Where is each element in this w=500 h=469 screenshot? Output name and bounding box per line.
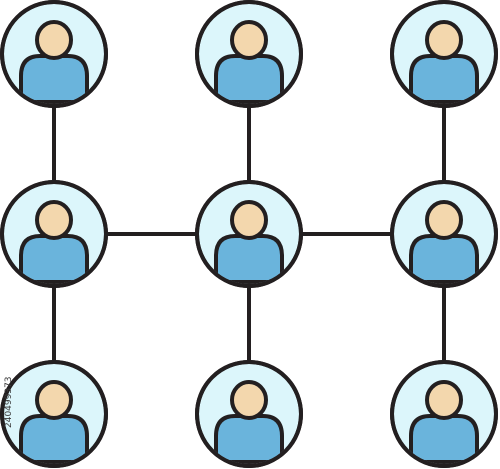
person-node (0, 180, 108, 288)
node-rim (390, 360, 498, 468)
node-rim (390, 0, 498, 108)
person-node (390, 180, 498, 288)
person-icon (19, 20, 89, 104)
person-body (19, 234, 89, 284)
person-body (409, 414, 479, 464)
person-icon (19, 380, 89, 464)
person-icon (409, 20, 479, 104)
person-node (0, 0, 108, 108)
node-rim (0, 180, 108, 288)
person-icon (409, 380, 479, 464)
person-node (0, 360, 108, 468)
person-node (195, 0, 303, 108)
person-body (409, 234, 479, 284)
person-head (230, 380, 268, 420)
person-head (35, 200, 73, 240)
person-head (425, 200, 463, 240)
person-node (195, 360, 303, 468)
person-icon (214, 20, 284, 104)
node-rim (0, 0, 108, 108)
person-head (230, 20, 268, 60)
person-head (230, 200, 268, 240)
person-head (35, 380, 73, 420)
person-head (35, 20, 73, 60)
person-body (19, 54, 89, 104)
node-rim (195, 360, 303, 468)
person-icon (214, 200, 284, 284)
person-node (195, 180, 303, 288)
node-rim (195, 180, 303, 288)
person-node (390, 0, 498, 108)
person-node (390, 360, 498, 468)
node-rim (390, 180, 498, 288)
person-head (425, 20, 463, 60)
person-body (214, 414, 284, 464)
person-icon (409, 200, 479, 284)
person-body (19, 414, 89, 464)
node-rim (0, 360, 108, 468)
person-icon (214, 380, 284, 464)
watermark-id-text: 240499373 (4, 376, 14, 428)
person-body (409, 54, 479, 104)
person-icon (19, 200, 89, 284)
person-head (425, 380, 463, 420)
node-rim (195, 0, 303, 108)
person-body (214, 54, 284, 104)
person-body (214, 234, 284, 284)
